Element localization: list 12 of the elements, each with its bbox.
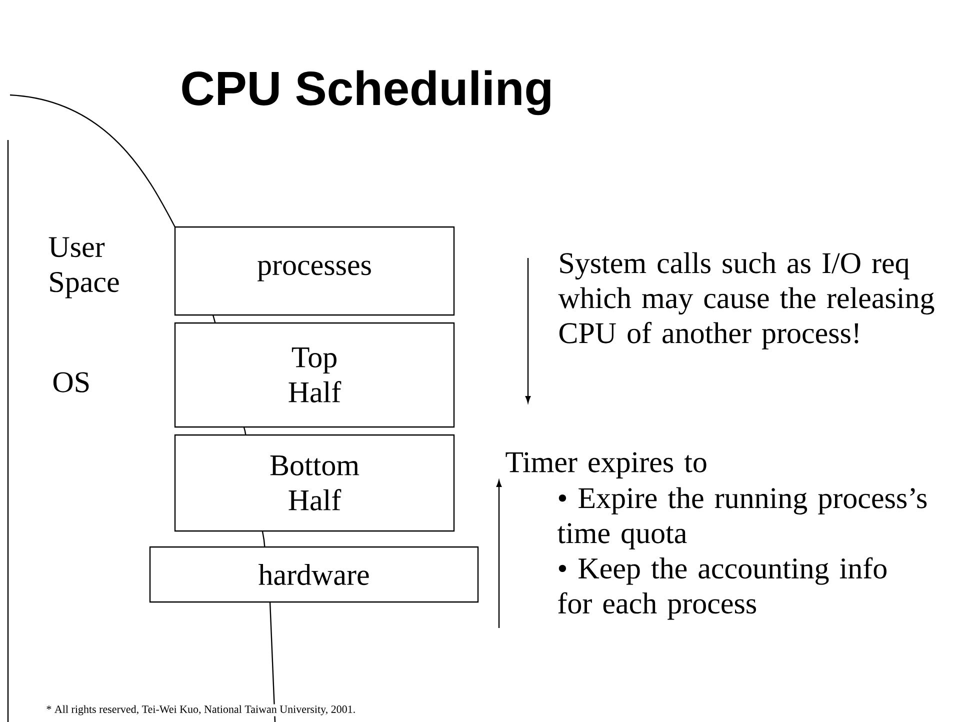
footer-note: * All rights reserved, Tei-Wei Kuo, National Taiwan University, 2001. (45, 704, 357, 716)
bullet-text: • Keep the accounting info for each process (558, 557, 886, 620)
side-note: OS (53, 372, 89, 392)
layer-box: Bottom Half (174, 434, 455, 532)
side-note: System calls such as I/O req which may cause the releasing CPU of another process! (558, 252, 934, 350)
side-note: Timer expires to (506, 452, 706, 478)
title: CPU Scheduling (182, 70, 550, 116)
layer-box: Top Half (174, 322, 455, 428)
bullet-text: • Expire the running process’s time quota (558, 487, 927, 550)
layer-box: hardware (149, 546, 479, 603)
side-note: User Space (48, 237, 119, 298)
layer-box: processes (174, 226, 455, 316)
